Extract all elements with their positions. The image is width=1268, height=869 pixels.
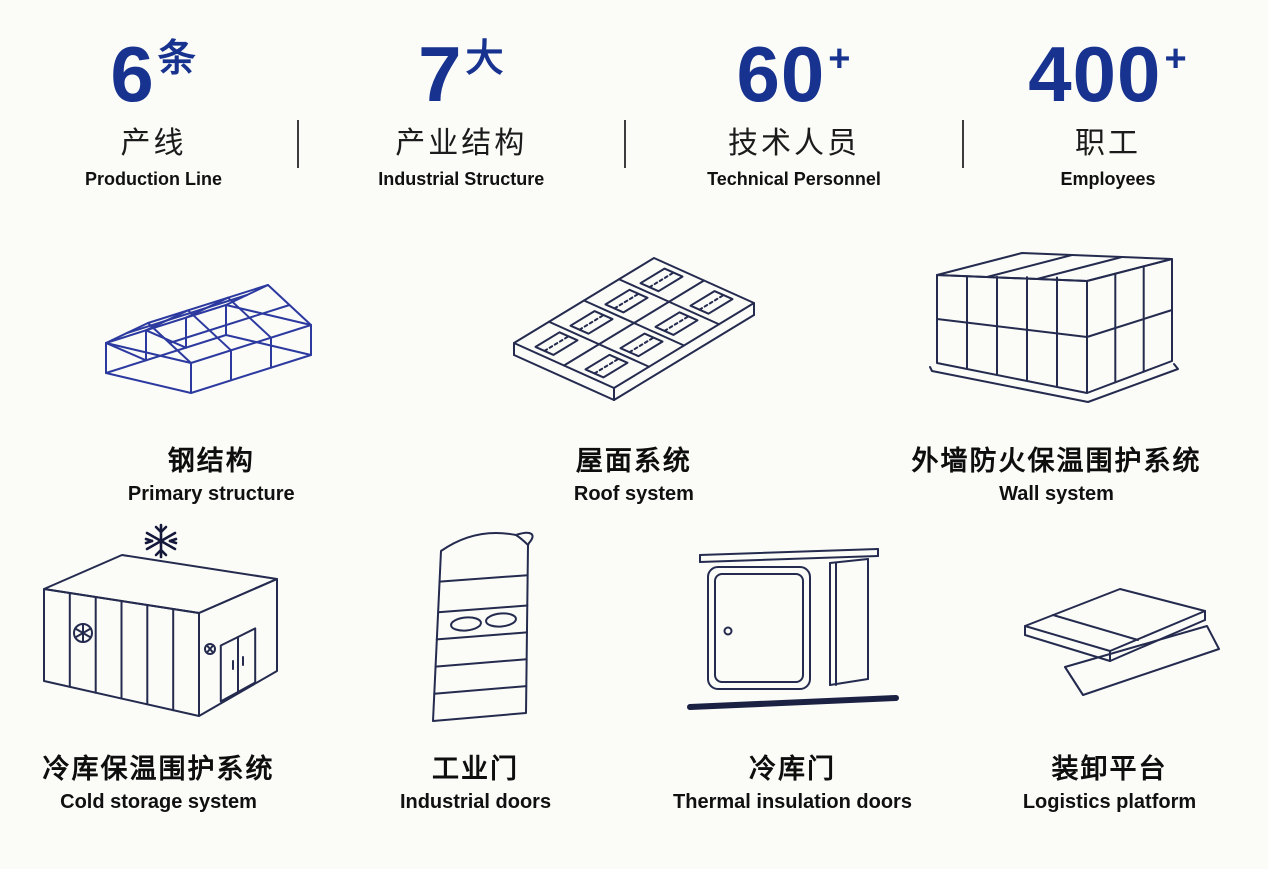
vertical-divider <box>297 120 300 168</box>
cold-storage-door-icon <box>678 516 908 731</box>
stat-value: 7大 <box>418 30 505 118</box>
stat-label-en: Production Line <box>85 168 223 189</box>
product-card-industrial-door: 工业门 Industrial doors <box>317 516 634 814</box>
product-label-zh: 工业门 <box>432 753 519 784</box>
wall-panel-building-icon <box>922 218 1192 423</box>
product-row-2: 冷库保温围护系统 Cold storage system <box>0 516 1268 814</box>
product-label-en: Thermal insulation doors <box>673 790 912 813</box>
product-label-zh: 冷库门 <box>749 753 836 784</box>
stat-technical-personnel: 60+ 技术人员 Technical Personnel <box>626 30 963 190</box>
product-card-roof-system: 屋面系统 Roof system <box>423 218 846 506</box>
stat-label-en: Industrial Structure <box>378 168 545 189</box>
stat-label-en: Employees <box>1060 168 1156 189</box>
product-row-1: 钢结构 Primary structure <box>0 218 1268 506</box>
stat-unit: + <box>828 38 852 80</box>
stat-value: 400+ <box>1028 30 1188 118</box>
product-card-steel-structure: 钢结构 Primary structure <box>0 218 423 506</box>
stat-employees: 400+ 职工 Employees <box>964 30 1251 190</box>
stat-label-zh: 技术人员 <box>727 126 860 160</box>
product-label-en: Roof system <box>573 482 694 505</box>
stat-unit: 条 <box>157 38 197 80</box>
product-label-en: Wall system <box>999 482 1114 505</box>
stat-value: 6条 <box>110 30 197 118</box>
stat-label-zh: 产线 <box>120 126 187 160</box>
industrial-door-icon <box>391 516 561 731</box>
stat-production-line: 6条 产线 Production Line <box>10 30 297 190</box>
product-card-wall-system: 外墙防火保温围护系统 Wall system <box>845 218 1268 506</box>
vertical-divider <box>962 120 965 168</box>
stats-band: 6条 产线 Production Line 7大 产业结构 Industrial… <box>0 0 1268 190</box>
product-card-dock-leveler: 装卸平台 Logistics platform <box>951 516 1268 814</box>
stat-label-zh: 产业结构 <box>395 126 528 160</box>
product-label-zh: 冷库保温围护系统 <box>42 753 275 784</box>
steel-structure-icon <box>86 218 336 423</box>
product-label-zh: 外墙防火保温围护系统 <box>911 445 1202 476</box>
roof-panel-icon <box>499 218 769 423</box>
product-label-zh: 钢结构 <box>167 445 255 476</box>
stat-value: 60+ <box>736 30 852 118</box>
product-label-en: Primary structure <box>127 482 295 505</box>
stat-label-zh: 职工 <box>1074 126 1141 160</box>
stat-unit: + <box>1164 38 1188 80</box>
cold-storage-icon <box>19 516 299 731</box>
product-label-zh: 屋面系统 <box>575 445 692 476</box>
stat-unit: 大 <box>465 38 505 80</box>
product-label-zh: 装卸平台 <box>1051 753 1168 784</box>
snowflake-icon <box>144 523 177 559</box>
product-label-en: Industrial doors <box>399 790 552 813</box>
product-label-en: Cold storage system <box>60 790 257 813</box>
vertical-divider <box>623 120 626 168</box>
product-card-cold-storage-door: 冷库门 Thermal insulation doors <box>634 516 951 814</box>
product-card-cold-storage: 冷库保温围护系统 Cold storage system <box>0 516 317 814</box>
product-label-en: Logistics platform <box>1022 790 1197 813</box>
dock-leveler-icon <box>995 516 1225 731</box>
stat-industrial-structure: 7大 产业结构 Industrial Structure <box>299 30 623 190</box>
stat-label-en: Technical Personnel <box>707 168 881 189</box>
